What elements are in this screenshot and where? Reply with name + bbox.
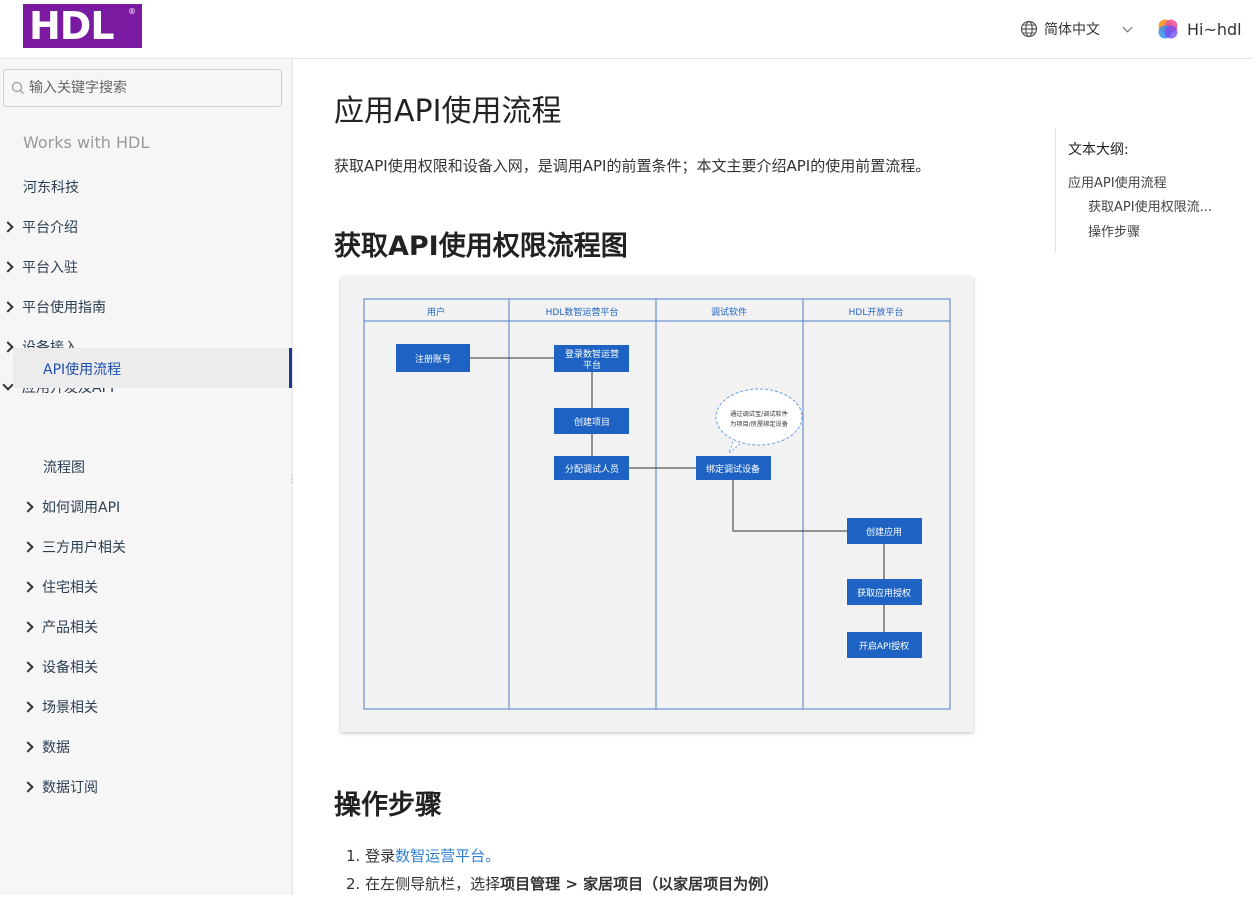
sidebar-item-label: 河东科技 — [23, 180, 79, 196]
sidebar-item-scene[interactable]: 场景相关 — [22, 687, 98, 727]
hdl-logo[interactable]: HDL ® — [23, 4, 142, 48]
sidebar-item-label: 平台介绍 — [22, 220, 78, 236]
node-bind-device — [696, 456, 771, 480]
steps-list: 1. 登录数智运营平台。 2. 在左侧导航栏，选择项目管理 > 家居项目（以家居… — [346, 842, 778, 898]
toc-item-steps[interactable]: 操作步骤 — [1088, 225, 1141, 240]
language-label: 简体中文 — [1044, 22, 1100, 38]
lane-header-user: 用户 — [427, 306, 445, 318]
sidebar-item-label: 数据 — [42, 740, 70, 756]
sidebar-item-residence[interactable]: 住宅相关 — [22, 567, 98, 607]
sidebar-item-call-api[interactable]: 如何调用API — [22, 487, 121, 527]
sidebar-item-device[interactable]: 设备相关 — [22, 647, 98, 687]
language-selector[interactable]: 简体中文 — [1020, 18, 1133, 40]
sidebar-resize-handle[interactable]: ⋮ — [287, 474, 297, 485]
user-avatar-icon — [1158, 19, 1178, 39]
search-input[interactable] — [29, 78, 269, 98]
toc-item-flowchart[interactable]: 获取API使用权限流... — [1088, 200, 1212, 215]
step-2-text: 2. 在左侧导航栏，选择 — [346, 875, 501, 893]
sidebar-item-label: API使用流程 — [43, 362, 122, 378]
ops-platform-link[interactable]: 数智运营平台。 — [395, 847, 501, 865]
sidebar-item-label: 场景相关 — [42, 700, 98, 716]
chevron-down-icon — [1122, 22, 1133, 32]
search-box[interactable] — [3, 69, 282, 107]
node-create-project-label: 创建项目 — [574, 416, 610, 428]
sidebar-item-product[interactable]: 产品相关 — [22, 607, 98, 647]
sidebar-item-api-flow[interactable]: API使用流程 — [13, 348, 292, 388]
node-get-auth — [847, 579, 922, 605]
note-bubble — [715, 388, 803, 446]
section-heading-steps: 操作步骤 — [334, 790, 442, 821]
step-1-text: 1. 登录 — [346, 847, 396, 865]
page-title: 应用API使用流程 — [334, 94, 562, 129]
node-create-app — [847, 518, 922, 544]
sidebar-item-label: 三方用户相关 — [42, 540, 126, 556]
intro-text: 获取API使用权限和设备入网，是调用API的前置条件；本文主要介绍API的使用前… — [334, 157, 931, 175]
sidebar-item-label: 产品相关 — [42, 620, 98, 636]
user-name: Hi~hdl — [1187, 19, 1242, 39]
user-menu[interactable]: Hi~hdl — [1155, 16, 1242, 42]
lane-header-ops-platform: HDL数智运营平台 — [546, 306, 619, 318]
node-create-project — [554, 408, 629, 434]
sidebar-item-platform-join[interactable]: 平台入驻 — [2, 247, 78, 287]
toc-title: 文本大纲: — [1068, 142, 1129, 158]
node-register-account — [396, 344, 470, 372]
sidebar-item-data[interactable]: 数据 — [22, 727, 70, 767]
node-enable-api-label: 开启API授权 — [859, 640, 909, 652]
logo-text: HDL — [29, 4, 115, 48]
node-login-platform — [554, 345, 629, 372]
note-text-1: 通过调试宝/调试软件 — [730, 410, 788, 418]
node-login-label-1: 登录数智运营 — [565, 348, 619, 360]
sidebar-item-hdl[interactable]: 河东科技 — [23, 167, 79, 207]
sidebar-item-label: 如何调用API — [42, 500, 121, 516]
step-2: 2. 在左侧导航栏，选择项目管理 > 家居项目（以家居项目为例） — [346, 870, 778, 898]
step-2-path: 项目管理 > 家居项目（以家居项目为例） — [500, 875, 779, 893]
sidebar-item-data-subscription[interactable]: 数据订阅 — [22, 767, 98, 807]
sidebar-item-label: 数据订阅 — [42, 780, 98, 796]
lane-header-open-platform: HDL开放平台 — [849, 306, 904, 318]
registered-mark: ® — [128, 7, 136, 16]
node-enable-api — [847, 632, 922, 658]
note-text-2: 为项目/房屋绑定设备 — [730, 420, 789, 428]
node-assign-debugger — [554, 456, 629, 480]
sidebar-item-third-party-users[interactable]: 三方用户相关 — [22, 527, 126, 567]
toc-item-page[interactable]: 应用API使用流程 — [1068, 176, 1167, 191]
api-permission-flowchart: 用户 HDL数智运营平台 调试软件 HDL开放平台 注册账号 登录数智运营 平台… — [341, 277, 973, 732]
sidebar-item-flowchart[interactable]: 流程图 — [43, 447, 85, 487]
search-icon — [11, 81, 24, 94]
top-header: HDL ® 简体中文 Hi~hdl — [0, 0, 1253, 59]
node-get-auth-label: 获取应用授权 — [857, 587, 911, 599]
sidebar-item-platform-intro[interactable]: 平台介绍 — [2, 207, 78, 247]
node-assign-label: 分配调试人员 — [565, 463, 619, 475]
sidebar-item-label: 设备相关 — [42, 660, 98, 676]
lane-header-debug-software: 调试软件 — [711, 306, 747, 318]
sidebar: Works with HDL — [0, 59, 293, 895]
sidebar-item-label: 流程图 — [43, 460, 85, 476]
sidebar-item-label: 平台入驻 — [22, 260, 78, 276]
node-create-app-label: 创建应用 — [866, 526, 902, 538]
sidebar-item-label: 住宅相关 — [42, 580, 98, 596]
node-register-label: 注册账号 — [415, 353, 451, 365]
node-login-label-2: 平台 — [583, 359, 601, 371]
step-1: 1. 登录数智运营平台。 — [346, 842, 778, 870]
table-of-contents: 文本大纲: 应用API使用流程 获取API使用权限流... 操作步骤 — [1055, 129, 1245, 252]
sidebar-item-platform-guide[interactable]: 平台使用指南 — [2, 287, 106, 327]
globe-icon — [1020, 20, 1038, 38]
sidebar-item-label: 平台使用指南 — [22, 300, 106, 316]
sidebar-title: Works with HDL — [23, 133, 150, 152]
node-bind-label: 绑定调试设备 — [706, 463, 760, 475]
section-heading-flowchart: 获取API使用权限流程图 — [334, 231, 628, 262]
